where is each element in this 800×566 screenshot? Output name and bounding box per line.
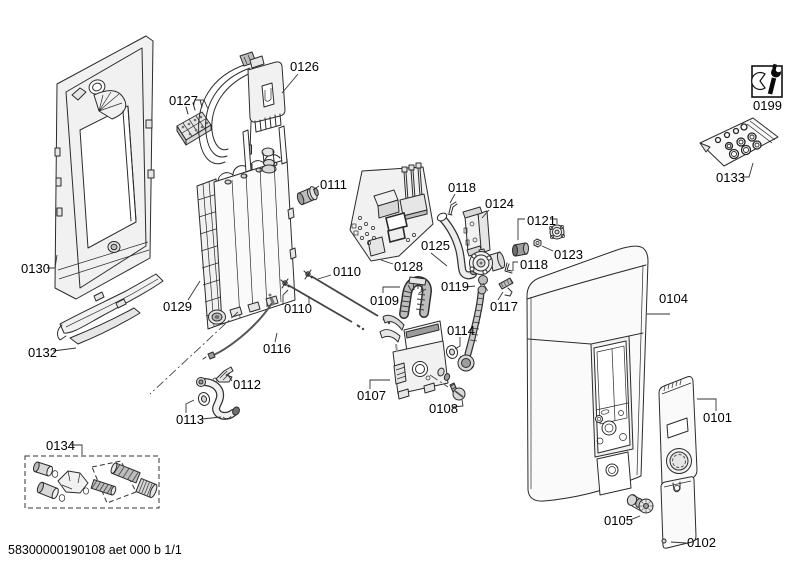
label-0111: 0111 xyxy=(312,177,347,192)
part-label-0105: 0105 xyxy=(604,513,633,528)
part-label-0199: 0199 xyxy=(753,98,782,113)
label-0118-lower: 0118 xyxy=(512,257,548,272)
part-label-0125: 0125 xyxy=(421,238,450,253)
part-label-0127: 0127 xyxy=(169,93,198,108)
part-0101-front-panel xyxy=(658,376,698,489)
part-0107-valve-assembly xyxy=(379,314,451,400)
label-0104: 0104 xyxy=(647,291,688,315)
label-0109: 0109 xyxy=(370,286,400,308)
part-0130-back-panel xyxy=(54,35,155,300)
label-0105: 0105 xyxy=(604,513,641,528)
part-label-0129: 0129 xyxy=(163,299,192,314)
part-label-0134: 0134 xyxy=(46,438,75,453)
part-label-0118b: 0118 xyxy=(520,257,548,272)
part-label-0124: 0124 xyxy=(485,196,514,211)
label-0125: 0125 xyxy=(421,238,450,267)
part-label-0117: 0117 xyxy=(490,299,518,314)
part-0104-housing xyxy=(526,245,649,502)
part-0199-service-tool-icon xyxy=(751,63,783,98)
label-0130: 0130 xyxy=(21,254,58,276)
part-0114-hose-fittings xyxy=(445,285,487,372)
part-0116-sensor-cable xyxy=(202,293,276,360)
part-0119-flow-sensor xyxy=(469,248,506,293)
part-0113-pipe-elbow xyxy=(196,377,240,420)
part-label-0116: 0116 xyxy=(263,341,291,356)
label-0112: 0112 xyxy=(227,374,261,392)
label-0110-upper: 0110 xyxy=(317,264,361,280)
wrench-icon xyxy=(767,63,782,95)
part-0134-fitting-kit xyxy=(24,455,160,509)
label-0119: 0119 xyxy=(441,279,476,294)
part-label-0128: 0128 xyxy=(394,259,423,274)
label-0108: 0108 xyxy=(429,399,464,416)
part-label-0110: 0110 xyxy=(333,264,361,279)
part-0105-plug xyxy=(626,494,654,514)
part-label-0113: 0113 xyxy=(176,412,204,427)
part-label-0111: 0111 xyxy=(320,177,347,192)
part-0124-bracket xyxy=(462,206,491,257)
label-0102: 0102 xyxy=(670,535,716,550)
part-label-0112: 0112 xyxy=(233,377,261,392)
part-0126-control-module xyxy=(198,51,286,190)
label-0101: 0101 xyxy=(697,398,732,425)
part-0102-bottom-cover xyxy=(660,476,697,549)
part-0118-clip xyxy=(504,262,513,274)
part-label-0118: 0118 xyxy=(448,180,476,195)
label-0123: 0123 xyxy=(541,245,583,262)
part-labels: 0126 0127 0111 0118 0124 0121 0123 0199 xyxy=(21,59,782,550)
part-label-0102: 0102 xyxy=(687,535,716,550)
part-0129-heating-block xyxy=(149,125,297,395)
document-reference: 58300000190108 aet 000 b 1/1 xyxy=(8,543,182,557)
part-label-0119: 0119 xyxy=(441,279,469,294)
part-label-0109: 0109 xyxy=(370,293,399,308)
part-label-0107: 0107 xyxy=(357,388,386,403)
part-0118-hook xyxy=(447,201,458,216)
part-label-0130: 0130 xyxy=(21,261,50,276)
label-0113: 0113 xyxy=(176,399,222,427)
part-label-0123: 0123 xyxy=(554,247,583,262)
label-0199: 0199 xyxy=(753,98,782,113)
label-0124: 0124 xyxy=(481,196,514,219)
part-label-0121: 0121 xyxy=(527,213,556,228)
label-0134: 0134 xyxy=(46,438,83,455)
part-label-0108: 0108 xyxy=(429,401,458,416)
part-label-0133: 0133 xyxy=(716,170,745,185)
label-0128: 0128 xyxy=(380,259,423,274)
label-0114: 0114 xyxy=(447,323,475,350)
part-0132-cover-strip xyxy=(57,273,164,345)
part-label-0101: 0101 xyxy=(703,410,732,425)
part-0108-screw xyxy=(429,374,466,401)
label-0127: 0127 xyxy=(169,93,209,110)
part-label-0132: 0132 xyxy=(28,345,57,360)
dial-icon xyxy=(751,71,766,91)
part-label-0110b: 0110 xyxy=(284,301,312,316)
part-0117-threaded-pin xyxy=(498,277,514,297)
part-0123-nut xyxy=(533,238,542,248)
label-0126: 0126 xyxy=(281,59,319,94)
label-0118-upper: 0118 xyxy=(448,180,476,204)
label-0107: 0107 xyxy=(357,379,390,403)
part-0121-grommet-set xyxy=(512,224,565,257)
label-0121: 0121 xyxy=(517,213,558,240)
label-0117: 0117 xyxy=(490,291,518,314)
label-0132: 0132 xyxy=(28,345,77,360)
part-0110-sensor-rods xyxy=(280,269,391,331)
part-label-0104: 0104 xyxy=(659,291,688,306)
part-0112-clip xyxy=(212,366,234,383)
part-label-0126: 0126 xyxy=(290,59,319,74)
label-0116: 0116 xyxy=(263,332,291,356)
part-0109-ribbed-clamp xyxy=(399,275,433,319)
part-0133-seal-bag xyxy=(699,117,779,167)
part-label-0114: 0114 xyxy=(447,323,475,338)
label-0133: 0133 xyxy=(716,162,754,185)
label-0110-lower: 0110 xyxy=(282,289,312,316)
part-0128-circuit-board xyxy=(349,162,434,262)
part-0111-plug xyxy=(296,186,319,206)
label-0129: 0129 xyxy=(163,280,201,314)
